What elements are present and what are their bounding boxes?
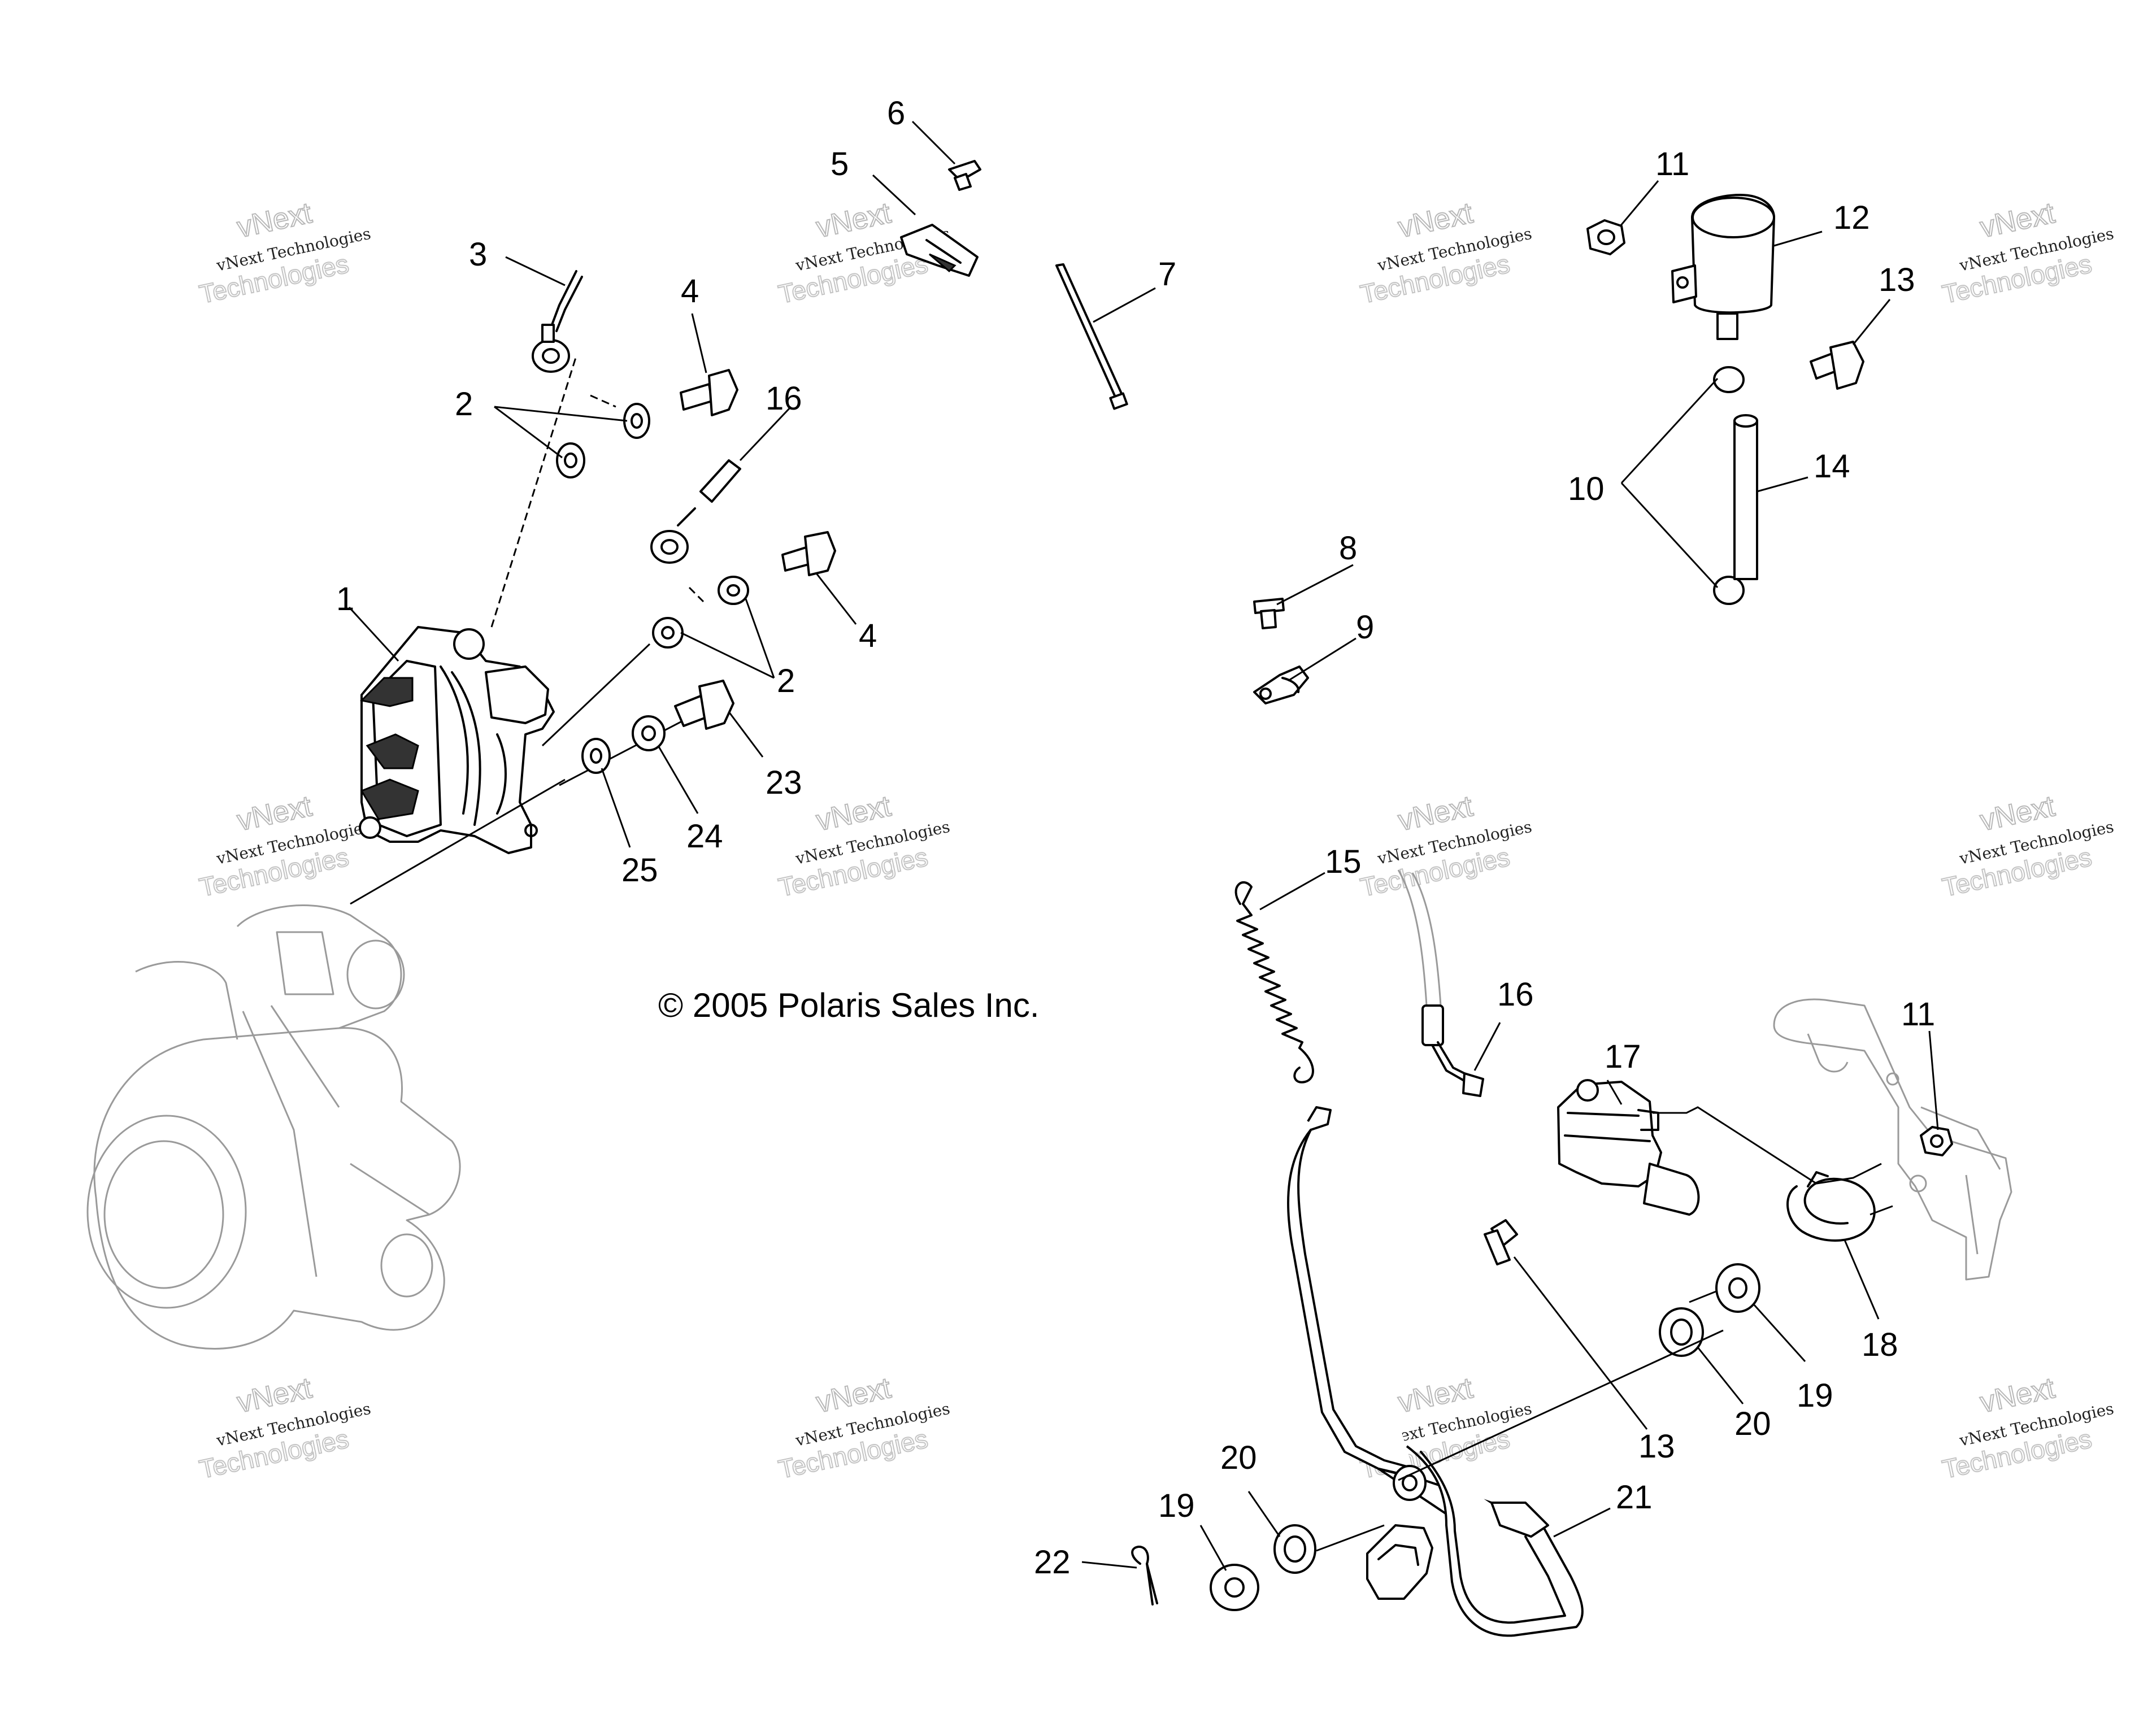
alignment-lines-right	[1316, 1106, 1893, 1552]
callout-23: 23	[766, 764, 802, 801]
callout-numbers: 1 2 2 3 4 4 5 6 7 8 9 10 11 11 12 13 13 …	[336, 95, 1935, 1581]
watermark: vNext vNext Technologies Technologies	[196, 789, 372, 903]
callout-25: 25	[621, 852, 658, 889]
callout-14: 14	[1814, 448, 1850, 485]
banjo-bolt	[781, 531, 836, 576]
hose-clamp	[1713, 366, 1745, 393]
brake-reservoir	[1671, 194, 1775, 340]
line-clamp	[1253, 665, 1309, 704]
svg-text:vNext: vNext	[814, 1372, 894, 1419]
washer	[581, 738, 611, 774]
callout-13: 13	[1638, 1428, 1675, 1465]
bolt	[1484, 1219, 1518, 1265]
callout-9: 9	[1356, 609, 1374, 646]
callout-12: 12	[1833, 199, 1870, 236]
bracket	[900, 224, 979, 277]
cotter-pin	[1131, 1546, 1158, 1606]
callout-19: 19	[1797, 1377, 1833, 1414]
callout-10: 10	[1568, 471, 1605, 507]
brake-pedal	[1287, 1106, 1584, 1637]
mounting-bracket	[1773, 998, 2012, 1281]
svg-text:vNext: vNext	[234, 790, 315, 837]
watermark: vNext vNext Technologies Technologies	[196, 1371, 372, 1485]
knuckle-housing-illustration	[86, 904, 461, 1350]
washer	[1715, 1263, 1760, 1313]
watermark: vNext vNext Technologies Technologies	[1939, 1371, 2115, 1485]
callout-11: 11	[1901, 996, 1935, 1033]
bushing	[1273, 1524, 1316, 1574]
nut	[1920, 1126, 1953, 1156]
svg-text:vNext: vNext	[1395, 1372, 1476, 1419]
callout-2: 2	[455, 386, 473, 423]
callout-5: 5	[831, 146, 849, 182]
hose-clamp	[1713, 576, 1745, 605]
callout-22: 22	[1034, 1544, 1071, 1581]
reservoir-hose	[1733, 414, 1758, 580]
return-spring	[1234, 881, 1314, 1084]
bolt	[1810, 341, 1864, 390]
spring-clip	[1786, 1171, 1876, 1242]
svg-text:vNext: vNext	[234, 1372, 315, 1419]
watermark: vNext vNext Technologies Technologies	[1939, 789, 2115, 903]
callout-21: 21	[1616, 1479, 1653, 1516]
copyright-notice: © 2005 Polaris Sales Inc.	[658, 986, 1040, 1024]
callout-19: 19	[1158, 1487, 1195, 1524]
callout-4: 4	[859, 617, 877, 654]
push-rod	[1055, 263, 1128, 410]
brake-line	[650, 459, 741, 564]
leader-lines	[348, 120, 1939, 1571]
washer	[718, 576, 749, 605]
callout-20: 20	[1734, 1406, 1771, 1442]
svg-text:vNext: vNext	[1977, 790, 2058, 837]
master-cylinder	[1557, 1079, 1700, 1216]
svg-text:vNext: vNext	[1395, 790, 1476, 837]
callout-20: 20	[1220, 1439, 1257, 1476]
watermark: vNext vNext Technologies Technologies	[775, 1371, 951, 1485]
washer	[632, 715, 666, 751]
watermark: vNext vNext Technologies Technologies	[196, 196, 372, 310]
banjo-bolt	[680, 369, 738, 416]
brake-line	[532, 270, 583, 373]
screw	[1253, 598, 1285, 629]
washer	[556, 442, 585, 478]
callout-18: 18	[1862, 1326, 1898, 1363]
svg-text:vNext: vNext	[814, 790, 894, 837]
washer	[623, 403, 650, 439]
watermark: vNext vNext Technologies Technologies	[1939, 196, 2115, 310]
callout-15: 15	[1325, 843, 1362, 880]
svg-text:vNext: vNext	[1395, 197, 1476, 244]
alignment-lines-left	[350, 355, 705, 905]
callout-8: 8	[1339, 530, 1357, 567]
brake-caliper	[359, 626, 555, 854]
nut	[1586, 219, 1625, 255]
washer	[652, 617, 684, 649]
svg-text:vNext: vNext	[814, 197, 894, 244]
brake-line	[1397, 869, 1484, 1097]
callout-16: 16	[766, 380, 802, 417]
callout-6: 6	[887, 95, 905, 132]
callout-4: 4	[681, 273, 699, 310]
callout-17: 17	[1605, 1038, 1641, 1075]
callout-1: 1	[336, 581, 354, 617]
washer	[1210, 1564, 1259, 1611]
bushing	[1659, 1307, 1704, 1357]
caliper-bolt	[674, 680, 734, 730]
svg-text:vNext: vNext	[1977, 1372, 2058, 1419]
svg-text:vNext: vNext	[1977, 197, 2058, 244]
callout-3: 3	[469, 236, 487, 273]
svg-text:vNext: vNext	[234, 197, 315, 244]
callout-7: 7	[1158, 256, 1176, 293]
callout-16: 16	[1497, 976, 1534, 1013]
callout-11: 11	[1655, 146, 1689, 182]
watermark: vNext vNext Technologies Technologies	[1357, 196, 1533, 310]
screw	[948, 160, 981, 191]
callout-2: 2	[777, 663, 795, 699]
watermark: vNext vNext Technologies Technologies	[1357, 789, 1533, 903]
callout-24: 24	[686, 818, 723, 855]
callout-13: 13	[1879, 262, 1915, 298]
